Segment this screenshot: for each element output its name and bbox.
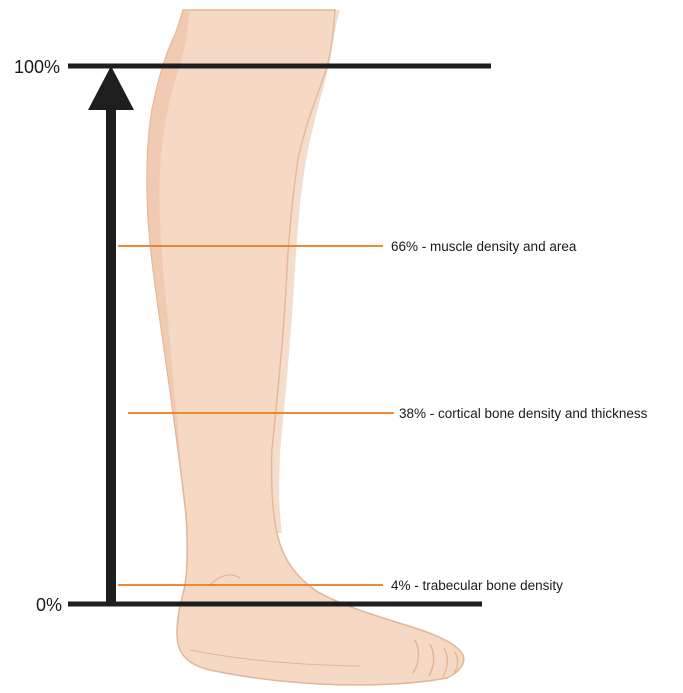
label-site-66: 66% - muscle density and area bbox=[391, 239, 577, 254]
label-site-4: 4% - trabecular bone density bbox=[391, 578, 563, 593]
label-site-38: 38% - cortical bone density and thicknes… bbox=[399, 406, 648, 421]
label-100-percent: 100% bbox=[14, 57, 60, 77]
label-0-percent: 0% bbox=[36, 595, 62, 615]
length-arrow-head bbox=[88, 66, 134, 110]
